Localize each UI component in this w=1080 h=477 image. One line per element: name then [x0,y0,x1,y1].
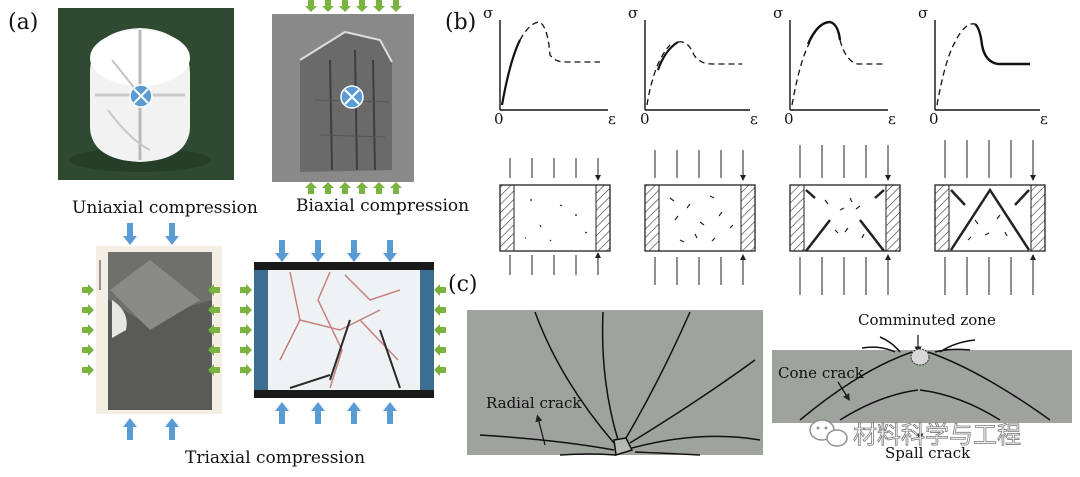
biaxial-caption: Biaxial compression [296,196,470,216]
spall-crack-label: Spall crack [885,444,971,462]
origin-label-2: 0 [640,110,650,128]
epsilon-label-4: ε [1040,110,1048,128]
triaxial-specimen-photo [96,246,222,414]
epsilon-label-3: ε [888,110,896,128]
crack-schematic-4 [934,140,1046,295]
crack-schematic-2 [644,150,756,285]
epsilon-label-1: ε [608,110,616,128]
sigma-label-3: σ [773,4,783,22]
biaxial-photo [272,14,414,182]
sigma-label-4: σ [918,4,928,22]
origin-label-4: 0 [929,110,939,128]
stress-strain-curves [499,20,1040,111]
watermark: 材料科学与工程 [809,419,1021,449]
sigma-label-1: σ [483,4,493,22]
crack-schematic-1 [499,158,611,275]
triaxial-resin-photo [254,262,434,398]
watermark-text: 材料科学与工程 [853,421,1021,449]
panel-c-label: (c) [448,272,478,297]
crack-schematic-3 [789,145,901,295]
cone-crack-diagram: Comminuted zone Cone crack Spall crack [772,311,1072,462]
axis-labels: σ 0 ε σ 0 ε σ 0 ε σ 0 ε [483,4,1048,128]
uniaxial-caption: Uniaxial compression [72,198,258,218]
cone-crack-label: Cone crack [778,364,865,382]
panel-a-label: (a) [8,10,39,35]
wechat-logo-icon [809,419,848,447]
origin-label-3: 0 [784,110,794,128]
radial-crack-label: Radial crack [486,394,582,412]
epsilon-label-2: ε [750,110,758,128]
panel-b-label: (b) [445,10,477,35]
sigma-label-2: σ [628,4,638,22]
triaxial-caption: Triaxial compression [185,448,366,468]
origin-label-1: 0 [494,110,504,128]
comminuted-zone-label: Comminuted zone [858,311,996,329]
uniaxial-photo [58,8,234,180]
radial-crack-diagram: Radial crack [467,310,763,456]
